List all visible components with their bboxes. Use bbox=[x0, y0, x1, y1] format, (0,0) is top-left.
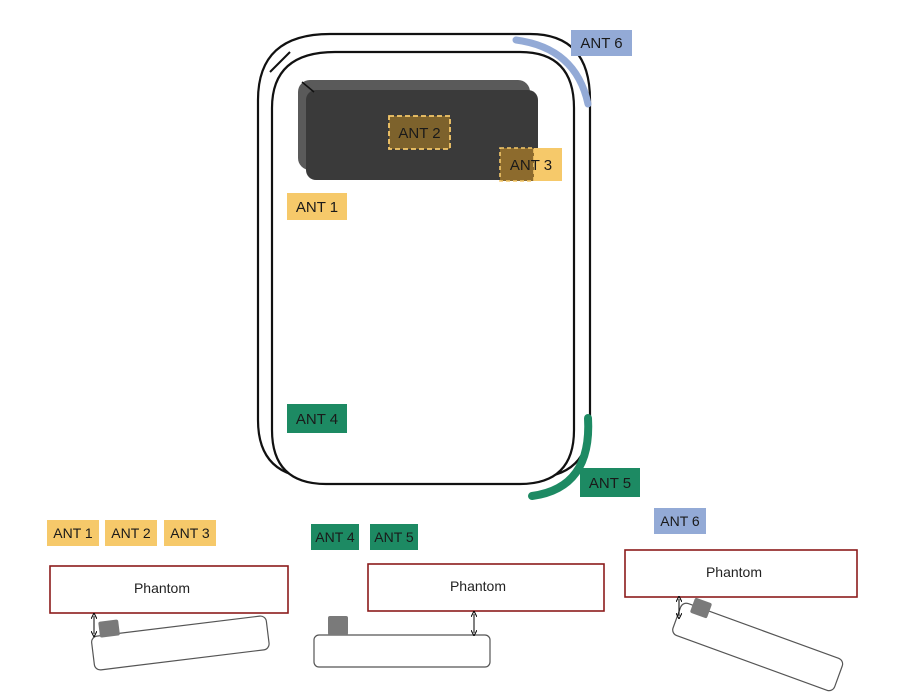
side1-phantom-label: Phantom bbox=[134, 580, 190, 596]
ant1-label-bg bbox=[287, 193, 347, 220]
side-view-2: ANT 4 ANT 5 Phantom bbox=[311, 524, 605, 668]
side1-phantom bbox=[49, 565, 289, 614]
side2-phantom bbox=[367, 563, 605, 612]
side2-phantom-label: Phantom bbox=[450, 578, 506, 594]
ant5-label-bg bbox=[580, 468, 640, 497]
ant4-label-box: ANT 4 bbox=[287, 404, 347, 433]
side3-ant6-bg bbox=[654, 508, 706, 534]
device-edge-line bbox=[269, 51, 291, 73]
ant2-label: ANT 2 bbox=[398, 125, 440, 142]
side1-ant3-tag: ANT 3 bbox=[164, 520, 216, 546]
side3-ant6-tag: ANT 6 bbox=[654, 508, 706, 534]
ant2-label-bg bbox=[388, 115, 451, 150]
ant3-label-box: ANT 3 bbox=[499, 147, 562, 182]
side2-ant5-label: ANT 5 bbox=[374, 529, 414, 545]
side1-ant2-tag: ANT 2 bbox=[105, 520, 157, 546]
module-edge-line bbox=[301, 81, 315, 93]
ant6-label-box: ANT 6 bbox=[571, 30, 632, 56]
side1-ant3-label: ANT 3 bbox=[170, 525, 210, 541]
ant5-label-box: ANT 5 bbox=[580, 468, 640, 497]
side1-ant2-label: ANT 2 bbox=[111, 525, 151, 541]
side2-antenna-block bbox=[328, 616, 348, 635]
side1-device-body bbox=[91, 615, 270, 671]
ant5-arc bbox=[528, 414, 593, 500]
side3-device bbox=[672, 602, 844, 692]
ant4-label: ANT 4 bbox=[296, 411, 338, 428]
ant1-label: ANT 1 bbox=[296, 199, 338, 216]
side3-ant6-label: ANT 6 bbox=[660, 513, 700, 529]
device-top-view: ANT 6 ANT 2 ANT 3 ANT 1 ANT 4 ANT 5 bbox=[256, 30, 640, 500]
ant1-label-box: ANT 1 bbox=[287, 193, 347, 220]
ant5-label: ANT 5 bbox=[589, 475, 631, 492]
side2-ant4-label: ANT 4 bbox=[315, 529, 355, 545]
ant6-label-bg bbox=[571, 30, 632, 56]
ant6-label: ANT 6 bbox=[580, 35, 622, 52]
ant6-arc bbox=[512, 36, 592, 108]
side3-device-body bbox=[672, 602, 844, 692]
side1-ant1-label: ANT 1 bbox=[53, 525, 93, 541]
side-view-1: ANT 1 ANT 2 ANT 3 Phantom bbox=[47, 520, 289, 671]
side1-antenna-block bbox=[98, 619, 120, 638]
ant3-overlap bbox=[499, 147, 535, 182]
side3-phantom-label: Phantom bbox=[706, 564, 762, 580]
side2-ant5-bg bbox=[370, 524, 418, 550]
side1-ant1-tag: ANT 1 bbox=[47, 520, 99, 546]
side2-ant4-tag: ANT 4 bbox=[311, 524, 359, 550]
side3-antenna-block bbox=[690, 597, 712, 619]
side1-ant3-bg bbox=[164, 520, 216, 546]
side2-device-body bbox=[313, 634, 491, 668]
side2-ant4-bg bbox=[311, 524, 359, 550]
side3-phantom bbox=[624, 549, 858, 598]
side1-device bbox=[91, 615, 270, 671]
side2-ant5-tag: ANT 5 bbox=[370, 524, 418, 550]
side1-ant2-bg bbox=[105, 520, 157, 546]
ant4-label-bg bbox=[287, 404, 347, 433]
side-view-3: ANT 6 Phantom bbox=[624, 508, 858, 692]
ant2-label-box: ANT 2 bbox=[388, 115, 451, 150]
ant3-label: ANT 3 bbox=[510, 157, 552, 174]
side1-ant1-bg bbox=[47, 520, 99, 546]
